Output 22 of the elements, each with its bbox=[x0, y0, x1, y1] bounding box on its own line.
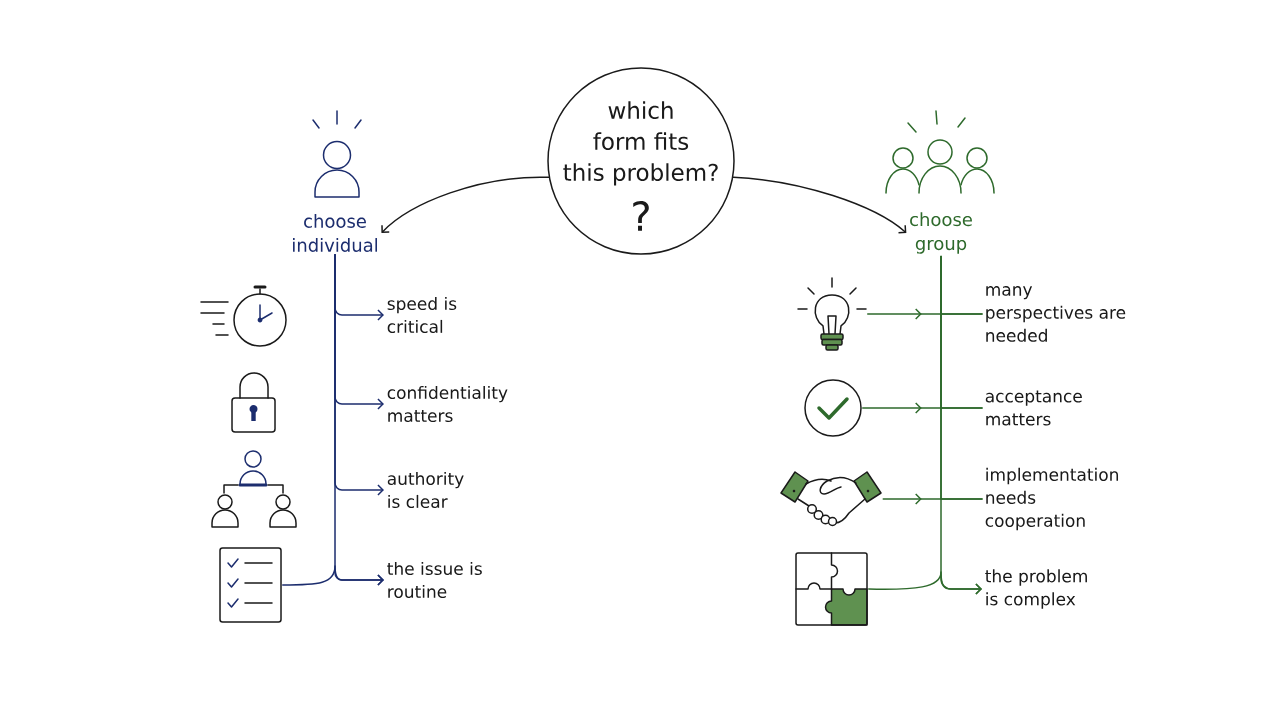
arrow bbox=[732, 176, 907, 234]
condition-text: the problem is complex bbox=[985, 569, 1087, 609]
condition-text: acceptance matters bbox=[985, 390, 1082, 426]
org-chart-icon bbox=[211, 450, 297, 528]
condition-text: authority is clear bbox=[387, 471, 464, 509]
arrow bbox=[381, 176, 550, 233]
condition-text: implementation needs cooperation bbox=[985, 467, 1118, 531]
option-label: choose group bbox=[910, 212, 972, 254]
lightbulb-icon bbox=[797, 277, 867, 351]
check-circle-icon bbox=[804, 379, 862, 437]
padlock-icon bbox=[231, 372, 276, 433]
condition-text: confidentiality matters bbox=[387, 385, 508, 423]
condition-text: many perspectives are needed bbox=[986, 286, 1126, 342]
option-label: choose individual bbox=[293, 214, 378, 252]
checklist-icon bbox=[219, 547, 282, 623]
stopwatch-icon bbox=[200, 285, 287, 347]
puzzle-icon bbox=[795, 552, 868, 626]
condition-text: speed is critical bbox=[387, 296, 457, 334]
handshake-icon bbox=[780, 471, 882, 527]
arrow bbox=[868, 571, 982, 595]
arrow bbox=[282, 565, 384, 586]
condition-text: the issue is routine bbox=[387, 561, 482, 599]
